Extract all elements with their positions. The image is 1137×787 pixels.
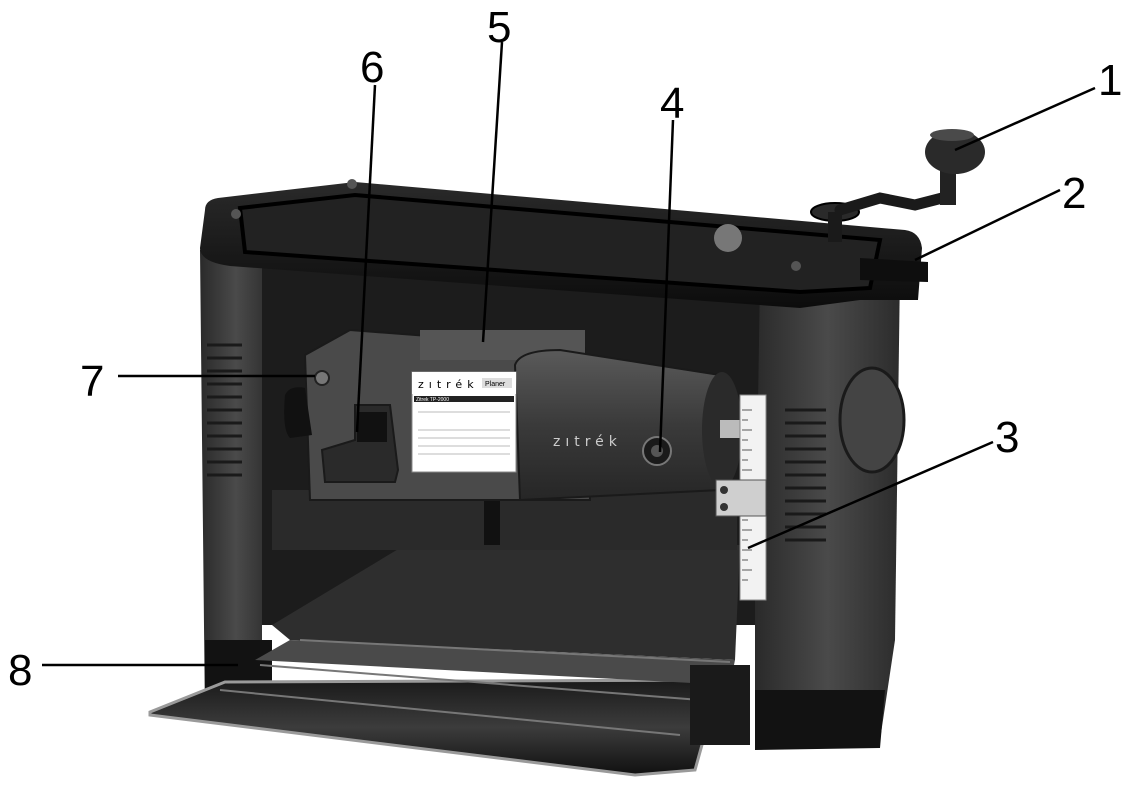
label-3: 3	[995, 413, 1019, 462]
infeed-table	[148, 678, 722, 777]
label-2: 2	[1062, 169, 1086, 218]
top-screw	[347, 179, 357, 189]
leader-2	[914, 188, 1061, 262]
rating-plate-header	[412, 372, 516, 394]
leader-4	[658, 119, 675, 453]
callout-numbers: 1 2 3 4 5 6 7 8	[8, 3, 1122, 695]
leader-1	[954, 86, 1096, 152]
leader-5	[481, 41, 504, 343]
label-4: 4	[660, 79, 684, 128]
label-6: 6	[360, 43, 384, 92]
plate-tag: Planer	[485, 381, 506, 388]
plate-tag-bg	[482, 378, 512, 388]
top-screw	[231, 209, 241, 219]
label-5: 5	[487, 3, 511, 52]
plate-model: Zitrek TP-2000	[416, 397, 449, 403]
leader-3	[747, 440, 994, 550]
label-7: 7	[80, 357, 104, 406]
left-column	[200, 250, 272, 720]
crank-knob	[925, 130, 985, 174]
top-screw	[791, 261, 801, 271]
right-column	[755, 270, 900, 745]
right-grip-ribs	[785, 408, 826, 542]
motor-brand: zıtrék	[553, 434, 622, 450]
plate-brand: zıtrék	[418, 378, 479, 391]
thickness-planer: zıtrék zıtrék Planer Zitrek TP-2000	[148, 129, 985, 777]
callout-leaders	[42, 41, 1096, 667]
depth-post	[484, 495, 500, 545]
crank-handle	[810, 129, 985, 242]
locking-screw	[314, 370, 330, 386]
top-logo-disc	[714, 224, 742, 252]
machine-base-right	[755, 690, 885, 750]
depth-stop-lever	[357, 412, 387, 442]
left-grip-ribs	[207, 343, 242, 477]
label-8: 8	[8, 646, 32, 695]
table-rear-mirror	[272, 545, 740, 660]
leader-6	[355, 84, 377, 433]
top-cover-panel	[237, 192, 883, 295]
plate-model-bar	[414, 396, 514, 402]
table-reflection	[255, 640, 735, 685]
top-cover-edge	[860, 258, 928, 282]
motor-cylinder	[513, 348, 734, 502]
lock-knob	[284, 387, 312, 438]
table-rollers	[219, 639, 731, 736]
label-1: 1	[1098, 56, 1122, 105]
table-clamp	[690, 665, 750, 745]
plate-lines	[418, 411, 510, 455]
side-drive-cover	[838, 366, 906, 474]
